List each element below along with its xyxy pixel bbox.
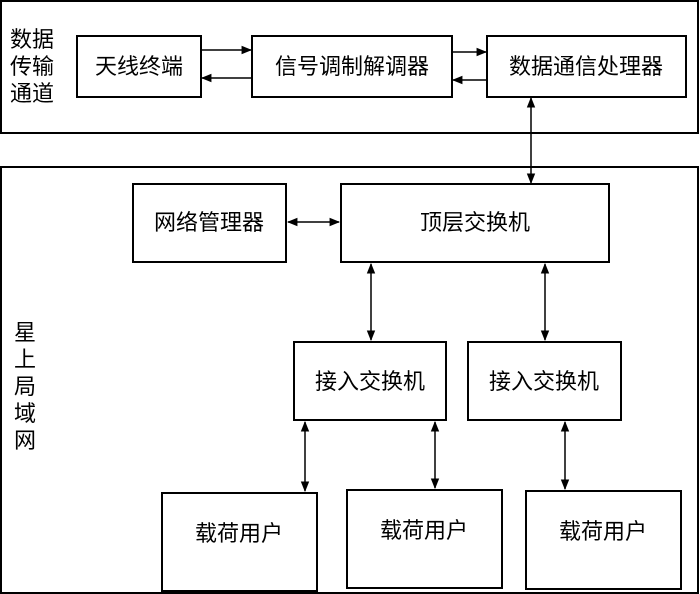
lan-label-char-3: 局 <box>14 375 36 400</box>
payload-user-2-box <box>346 489 503 589</box>
access-switch-1-label: 接入交换机 <box>315 370 425 395</box>
data-processor-label: 数据通信处理器 <box>509 55 663 80</box>
data-processor-box <box>486 35 687 98</box>
payload-user-2-label: 载荷用户 <box>380 519 468 544</box>
payload-user-1-label: 载荷用户 <box>195 522 283 547</box>
access-switch-1-box <box>293 341 447 421</box>
data-channel-label-line-3: 通道 <box>10 82 54 107</box>
lan-label-char-5: 网 <box>14 429 36 454</box>
top-switch-label: 顶层交换机 <box>420 211 530 236</box>
data-channel-section <box>0 0 699 134</box>
antenna-terminal-label: 天线终端 <box>95 55 183 80</box>
network-manager-label: 网络管理器 <box>154 211 264 236</box>
lan-label-char-4: 域 <box>14 402 36 427</box>
data-channel-label-line-1: 数据 <box>10 28 54 53</box>
access-switch-2-box <box>467 341 622 421</box>
top-switch-box <box>340 183 610 263</box>
payload-user-3-label: 载荷用户 <box>559 520 647 545</box>
payload-user-3-box <box>525 490 682 590</box>
antenna-terminal-box <box>76 35 202 98</box>
access-switch-2-label: 接入交换机 <box>489 370 599 395</box>
modem-label: 信号调制解调器 <box>275 55 429 80</box>
network-manager-box <box>132 183 287 263</box>
data-channel-label-line-2: 传输 <box>10 55 54 80</box>
onboard-lan-section <box>0 166 699 594</box>
lan-label-char-1: 星 <box>14 321 36 346</box>
payload-user-1-box <box>161 492 318 592</box>
modem-box <box>251 35 453 98</box>
lan-label-char-2: 上 <box>14 348 36 373</box>
